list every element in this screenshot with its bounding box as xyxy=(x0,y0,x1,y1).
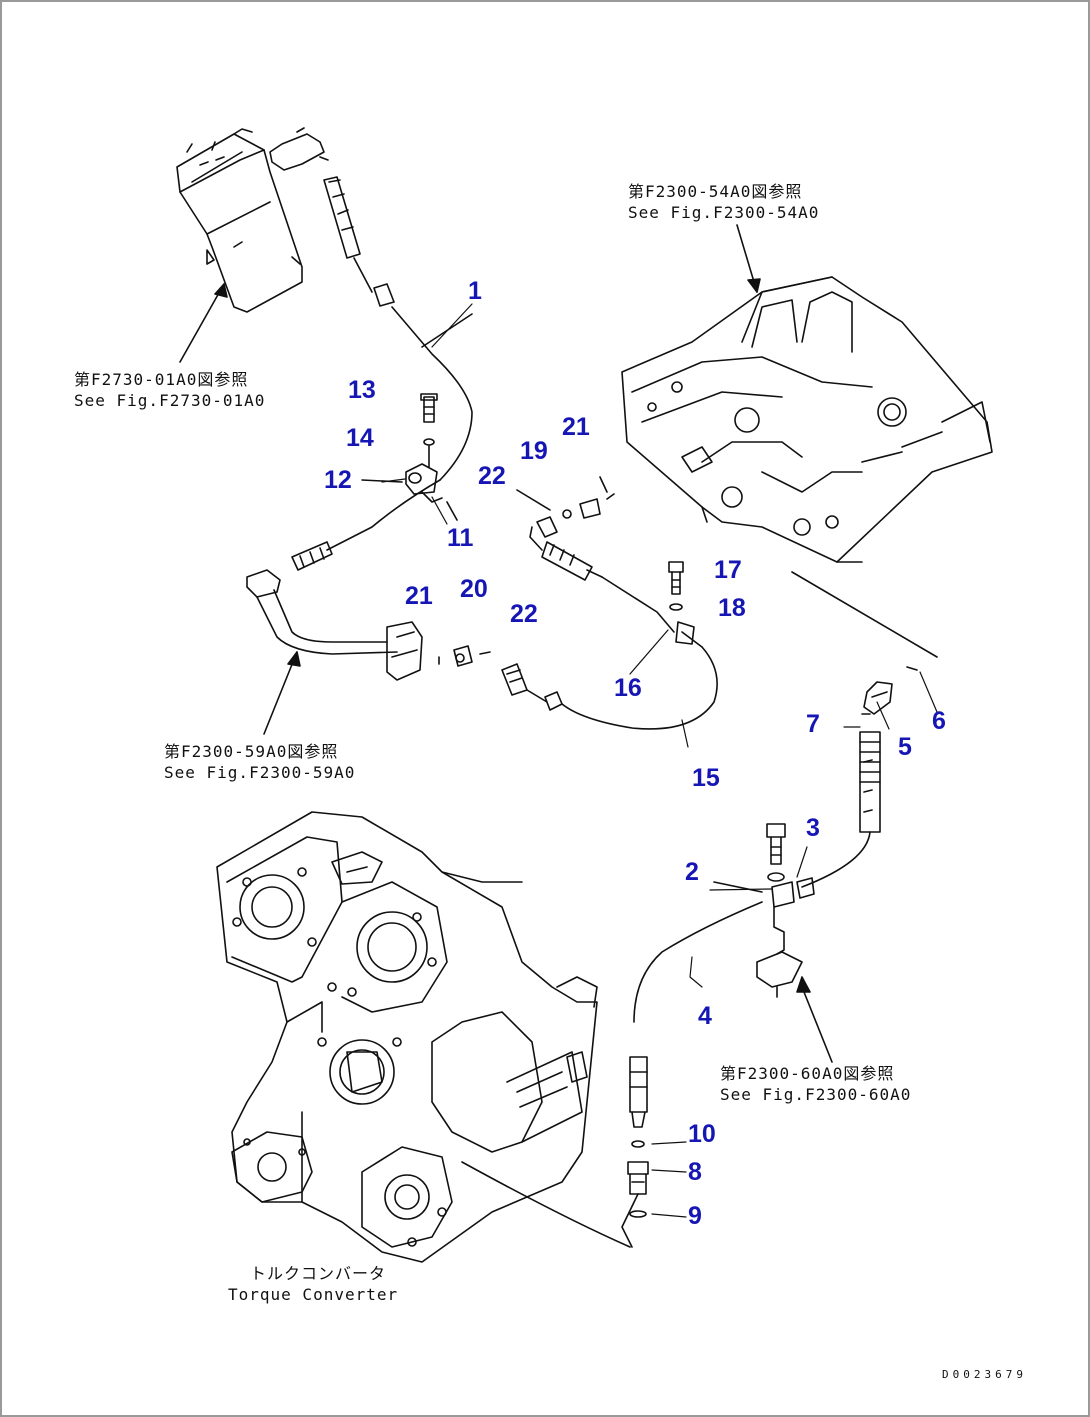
ref-f2300-60-en: See Fig.F2300-60A0 xyxy=(720,1085,912,1104)
callout-4: 4 xyxy=(698,1002,712,1030)
drawing-number: D0023679 xyxy=(942,1368,1027,1381)
callout-5: 5 xyxy=(898,733,912,761)
leader-converter xyxy=(461,1161,631,1248)
callout-17: 17 xyxy=(714,556,742,584)
leader-f2300-60 xyxy=(796,976,833,1063)
callout-15: 15 xyxy=(692,764,720,792)
callout-22-lower: 22 xyxy=(510,600,538,628)
reference-leaders xyxy=(179,224,761,735)
torque-converter xyxy=(216,811,598,1263)
callout-8: 8 xyxy=(688,1158,702,1186)
ref-f2730-jp: 第F2730-01A0図参照 xyxy=(74,370,249,389)
callout-21-upper: 21 xyxy=(562,413,590,441)
filter-assembly xyxy=(176,128,303,313)
callout-22-upper: 22 xyxy=(478,462,506,490)
callout-11: 11 xyxy=(447,524,474,552)
clamp-group-upper xyxy=(361,393,458,521)
callout-20: 20 xyxy=(460,575,488,603)
ref-torque-jp: トルクコンバータ xyxy=(250,1264,387,1283)
connector-group-upper xyxy=(516,476,615,519)
left-hose-assembly xyxy=(246,541,423,681)
callout-9: 9 xyxy=(688,1202,702,1230)
hose-15 xyxy=(529,516,718,730)
ref-torque-en: Torque Converter xyxy=(228,1285,399,1304)
bolt-17 xyxy=(668,561,684,611)
ref-f2300-60-jp: 第F2300-60A0図参照 xyxy=(720,1064,895,1083)
ref-f2300-54-en: See Fig.F2300-54A0 xyxy=(628,203,820,222)
callout-19: 19 xyxy=(520,437,548,465)
ref-f2300-54-jp: 第F2300-54A0図参照 xyxy=(628,182,803,201)
ref-f2300-59-en: See Fig.F2300-59A0 xyxy=(164,763,356,782)
callout-6: 6 xyxy=(932,707,946,735)
callout-13: 13 xyxy=(348,376,376,404)
top-bracket xyxy=(269,127,329,171)
callout-21-lower: 21 xyxy=(405,582,433,610)
callout-7: 7 xyxy=(806,710,820,738)
callout-16: 16 xyxy=(614,674,642,702)
hose-1 xyxy=(323,176,473,551)
ref-f2730-en: See Fig.F2730-01A0 xyxy=(74,391,266,410)
switch-fitting xyxy=(621,1056,649,1248)
callout-10: 10 xyxy=(688,1120,716,1148)
valve-block xyxy=(621,276,993,563)
clamp-group-lower xyxy=(713,823,803,998)
leader-to-6 xyxy=(791,571,938,658)
callout-2: 2 xyxy=(685,858,699,886)
callout-12: 12 xyxy=(324,466,352,494)
callout-18: 18 xyxy=(718,594,746,622)
hose-4 xyxy=(633,666,918,1023)
callout-14: 14 xyxy=(346,424,374,452)
callout-leaders xyxy=(381,303,938,1218)
callout-3: 3 xyxy=(806,814,820,842)
ref-f2300-59-jp: 第F2300-59A0図参照 xyxy=(164,742,339,761)
connector-group-lower xyxy=(438,645,563,711)
callout-1: 1 xyxy=(468,277,482,305)
